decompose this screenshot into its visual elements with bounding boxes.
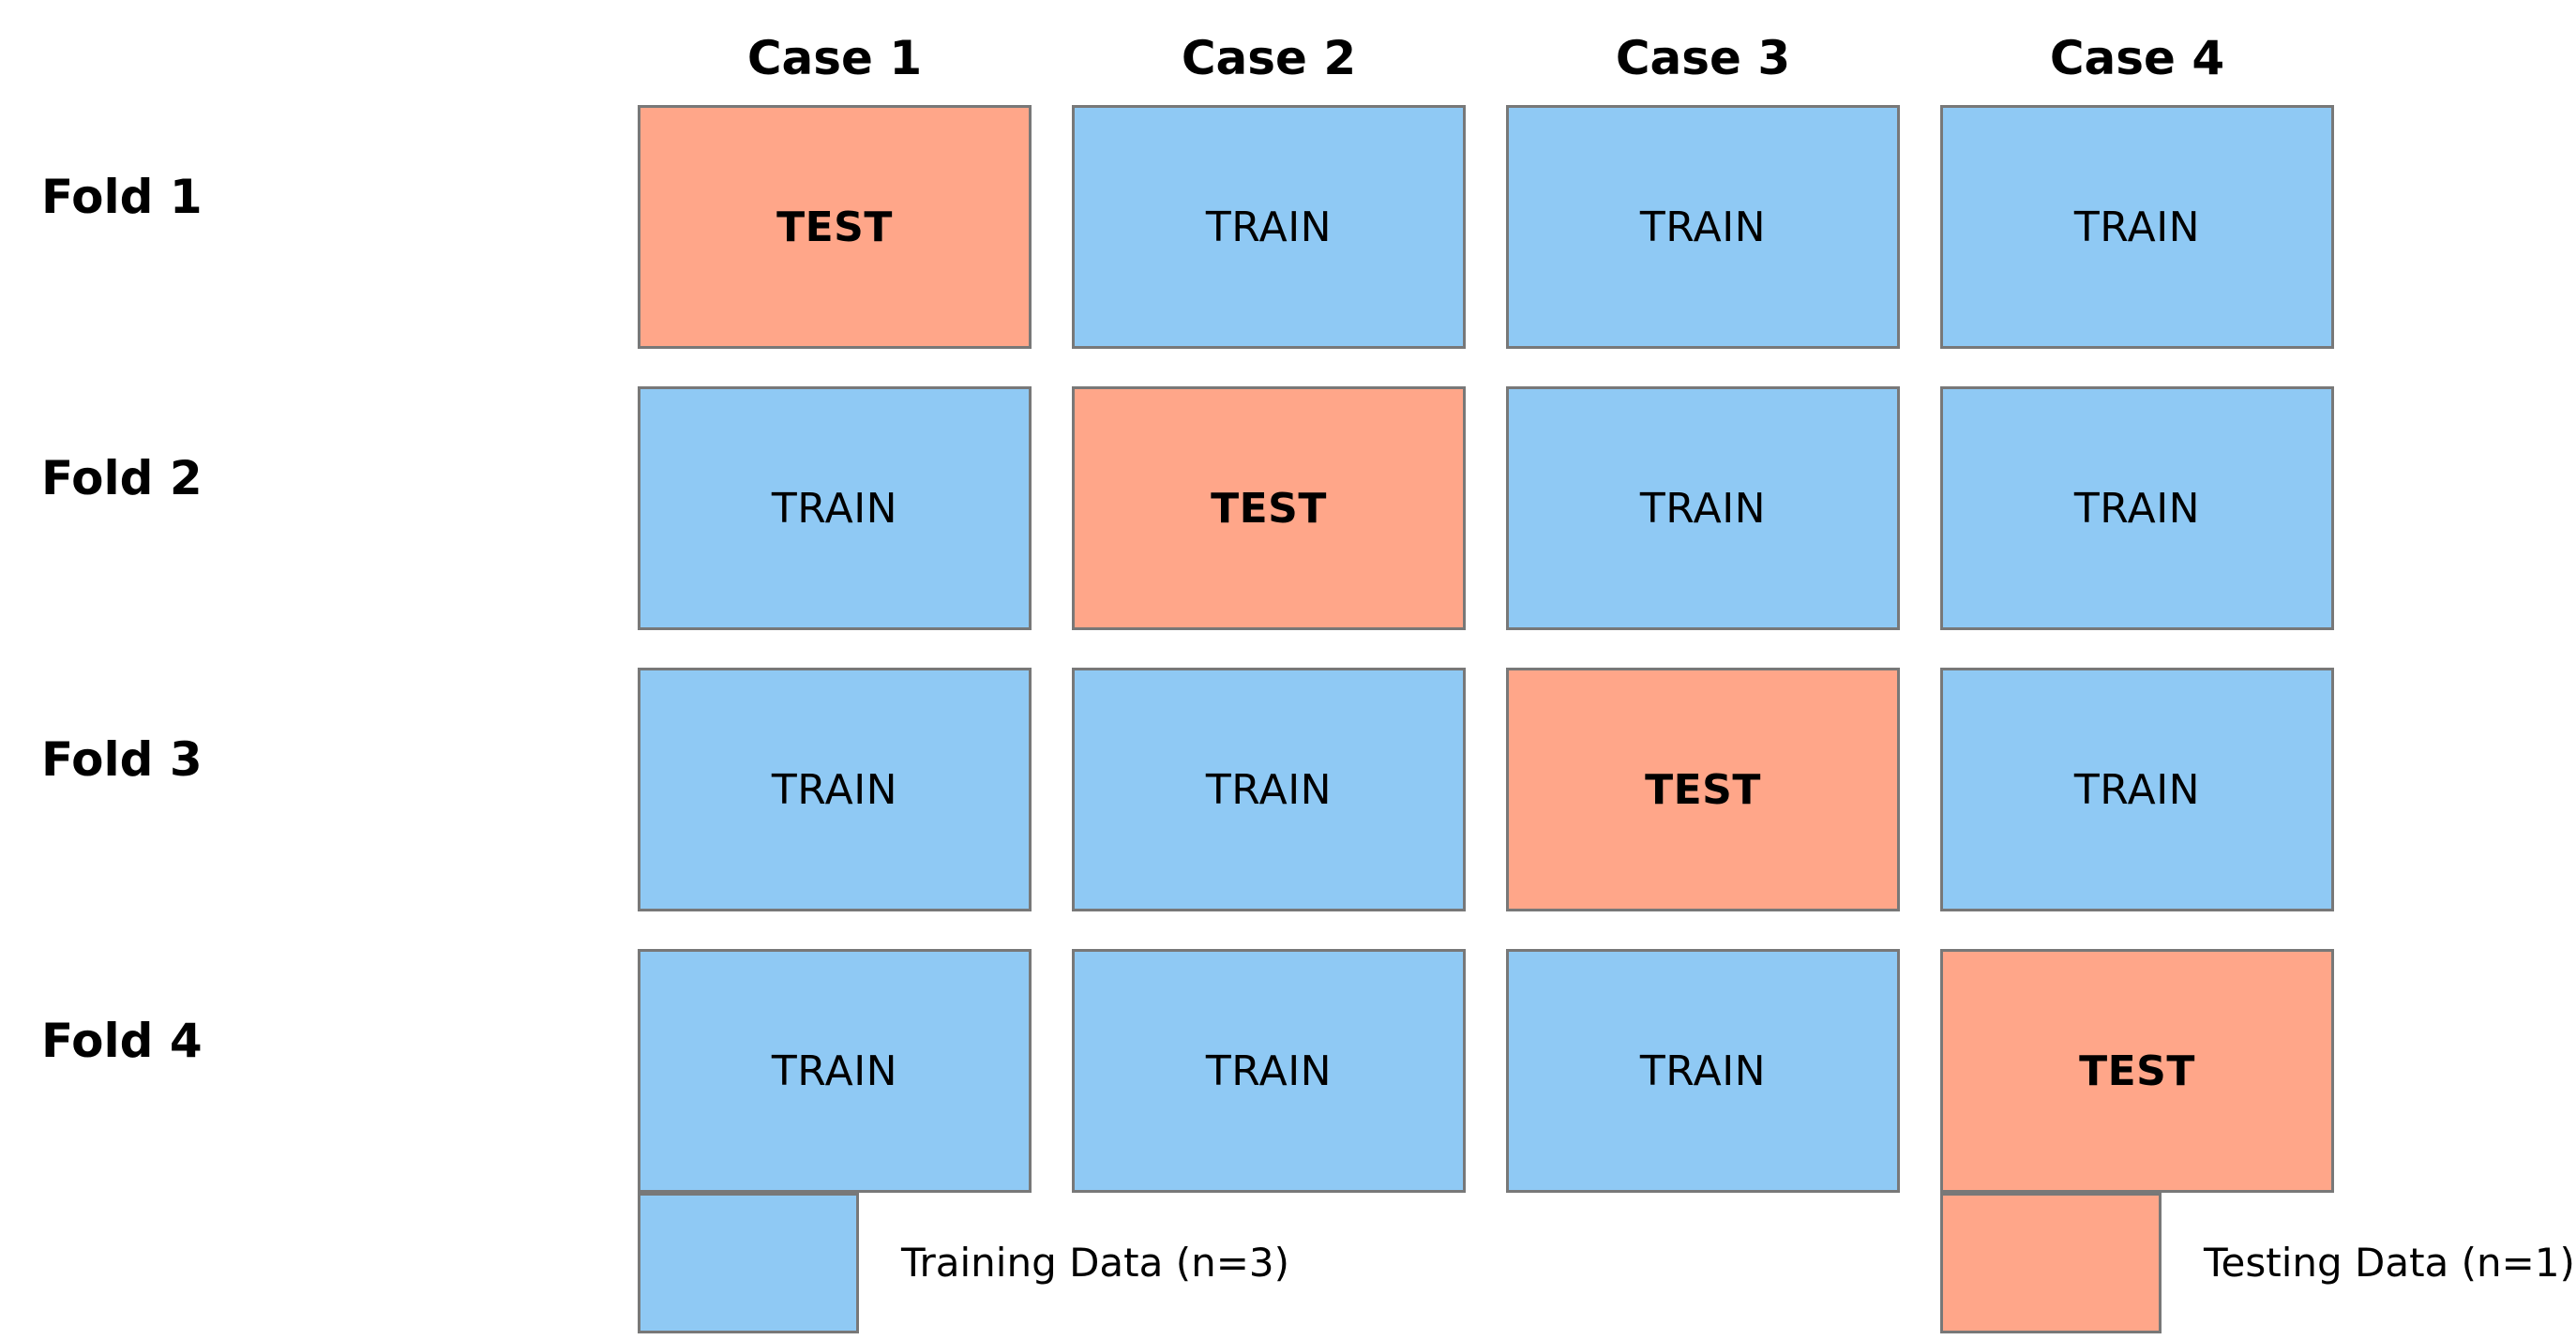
cell-fold2-case2: TEST bbox=[1072, 386, 1466, 630]
legend-label-training: Training Data (n=3) bbox=[901, 1240, 1290, 1286]
cell-fold2-case4: TRAIN bbox=[1940, 386, 2334, 630]
cell-fold1-case4: TRAIN bbox=[1940, 105, 2334, 349]
column-header-case-2: Case 2 bbox=[1181, 31, 1357, 85]
legend-swatch-testing bbox=[1940, 1193, 2162, 1333]
cell-fold4-case4: TEST bbox=[1940, 949, 2334, 1193]
cell-fold3-case1: TRAIN bbox=[638, 668, 1032, 911]
row-label-fold-4: Fold 4 bbox=[41, 1014, 203, 1068]
row-label-fold-3: Fold 3 bbox=[41, 732, 203, 787]
cell-fold3-case3: TEST bbox=[1506, 668, 1900, 911]
column-header-case-1: Case 1 bbox=[746, 31, 923, 85]
cell-fold1-case2: TRAIN bbox=[1072, 105, 1466, 349]
row-label-fold-1: Fold 1 bbox=[41, 170, 203, 224]
cell-fold1-case1: TEST bbox=[638, 105, 1032, 349]
cell-fold3-case2: TRAIN bbox=[1072, 668, 1466, 911]
column-header-case-3: Case 3 bbox=[1615, 31, 1791, 85]
legend-swatch-training bbox=[638, 1193, 859, 1333]
cell-fold4-case2: TRAIN bbox=[1072, 949, 1466, 1193]
cell-fold1-case3: TRAIN bbox=[1506, 105, 1900, 349]
cell-fold2-case3: TRAIN bbox=[1506, 386, 1900, 630]
row-label-fold-2: Fold 2 bbox=[41, 451, 203, 505]
legend-label-testing: Testing Data (n=1) bbox=[2204, 1240, 2575, 1286]
cell-fold2-case1: TRAIN bbox=[638, 386, 1032, 630]
cell-fold4-case1: TRAIN bbox=[638, 949, 1032, 1193]
cell-fold3-case4: TRAIN bbox=[1940, 668, 2334, 911]
column-header-case-4: Case 4 bbox=[2049, 31, 2225, 85]
cell-fold4-case3: TRAIN bbox=[1506, 949, 1900, 1193]
